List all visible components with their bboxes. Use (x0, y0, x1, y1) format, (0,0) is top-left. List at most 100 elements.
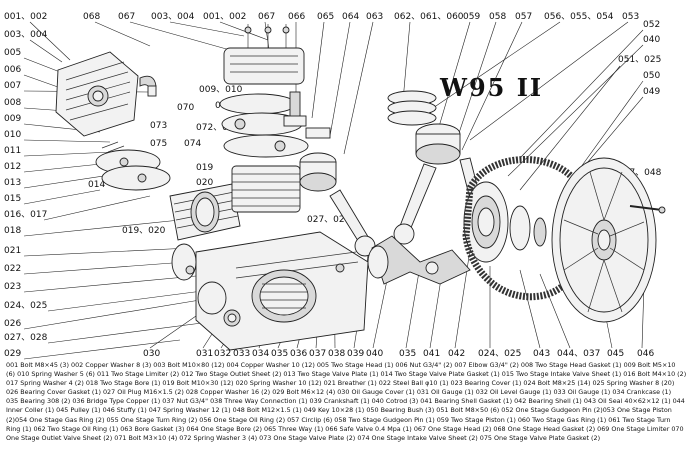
one-stage-head (223, 24, 305, 85)
callout-020: 020 (196, 178, 213, 188)
callout-031: 031 (196, 349, 213, 359)
callout-039: 039 (347, 349, 364, 359)
callout-052: 052 (643, 20, 660, 30)
callout-009-010: 009、010 (199, 85, 243, 95)
callout-065: 065 (317, 12, 334, 22)
callout-038: 038 (328, 349, 345, 359)
callout-022: 022 (4, 264, 21, 274)
callout-023: 023 (4, 282, 21, 292)
callout-021: 021 (4, 246, 21, 256)
callout-035b: 035 (399, 349, 416, 359)
callout-032: 032 (214, 349, 231, 359)
callout-012: 012 (4, 162, 21, 172)
callout-057: 057 (515, 12, 532, 22)
callout-073: 073 (150, 121, 167, 131)
pulley (551, 157, 657, 323)
callout-041: 041 (423, 349, 440, 359)
legend-line: (2)054 One Stage Gas Ring (2) 055 One St… (6, 415, 671, 424)
callout-045: 045 (607, 349, 624, 359)
legend-line: 026 Bearing Cover Gasket (1) 027 Oil Plu… (6, 388, 672, 397)
callout-062-061-060: 062、061、060 (394, 12, 464, 22)
callout-047-048: 047、048 (618, 168, 662, 178)
callout-019-020: 019、020 (122, 226, 166, 236)
legend-line: 035 Bearing 308 (2) 036 Bridge Type Copp… (6, 397, 685, 406)
callout-042: 042 (448, 349, 465, 359)
callout-067b: 067 (258, 12, 275, 22)
callout-007: 007 (4, 81, 21, 91)
callout-049: 049 (643, 87, 660, 97)
callout-001-002-top: 001、002 (203, 12, 246, 22)
callout-027-028: 027、028 (4, 333, 48, 343)
legend-line: (6) 010 Spring Washer 5 (6) 011 Two Stag… (6, 370, 686, 379)
callout-063: 063 (366, 12, 383, 22)
callout-024-025b: 024、025 (478, 349, 521, 359)
callout-043: 043 (533, 349, 550, 359)
callout-016-017: 016、017 (4, 210, 47, 220)
one-stage-valve-plates (219, 93, 309, 158)
breather-cover (171, 243, 227, 315)
callout-033: 033 (233, 349, 250, 359)
callout-056-055-054: 056、055、054 (544, 12, 614, 22)
callout-009: 009 (4, 114, 21, 124)
callout-024-025: 024、025 (4, 301, 47, 311)
callout-001-002-left: 001、002 (4, 12, 47, 22)
callout-010: 010 (4, 130, 21, 140)
one-stage-bore (231, 165, 301, 213)
legend-line: Inner Coller (1) 045 Pulley (1) 046 Stuf… (6, 406, 672, 415)
model-title: W95 II (439, 73, 543, 102)
callout-066: 066 (288, 12, 305, 22)
callout-059: 059 (463, 12, 480, 22)
legend-line: 017 Spring Washer 4 (2) 018 Two Stage Bo… (6, 379, 675, 388)
leader-lines (23, 21, 647, 360)
callout-067: 067 (118, 12, 135, 22)
connecting-rods (329, 157, 489, 257)
safety-valve (283, 91, 331, 139)
legend-line: 001 Bolt M8×45 (3) 002 Copper Washer 8 (… (6, 361, 676, 369)
callout-036: 036 (290, 349, 307, 359)
callout-014: 014 (88, 180, 105, 190)
callout-026: 026 (4, 319, 21, 329)
callout-050: 050 (643, 71, 660, 81)
callout-019: 019 (196, 163, 213, 173)
callout-003-004-left: 003、004 (4, 30, 48, 40)
two-stage-elbow (139, 75, 157, 97)
callout-027-028-mid: 027、028 (307, 215, 351, 225)
callout-040b: 040 (366, 349, 383, 359)
pulley-bolt (629, 205, 666, 214)
pistons (299, 90, 461, 192)
crankshaft (367, 235, 471, 285)
bearing-shell (463, 181, 547, 263)
callout-044-037: 044、037 (557, 349, 600, 359)
callout-058: 058 (489, 12, 506, 22)
callout-005: 005 (4, 48, 21, 58)
callout-070: 070 (177, 103, 194, 113)
callout-006: 006 (4, 65, 21, 75)
callout-037: 037 (309, 349, 326, 359)
callout-068: 068 (83, 12, 100, 22)
exploded-parts-diagram: W95 II 001、002 068 067 003、004 001、002 0… (4, 12, 666, 360)
callout-018: 018 (4, 226, 21, 236)
legend-line: Ring (1) 062 Two Stage Oil Ring (1) 063 … (6, 424, 684, 433)
callout-029: 029 (4, 349, 21, 359)
callout-074: 074 (184, 139, 201, 149)
callout-035: 035 (271, 349, 288, 359)
callout-030: 030 (143, 349, 160, 359)
crankcase (195, 231, 369, 351)
callout-051-025: 051、025 (618, 55, 661, 65)
two-stage-valve-plates (95, 141, 171, 191)
callout-064: 064 (342, 12, 359, 22)
callout-075: 075 (150, 139, 167, 149)
callout-040: 040 (643, 35, 660, 45)
callout-013: 013 (4, 178, 21, 188)
parts-legend: 001 Bolt M8×45 (3) 002 Copper Washer 8 (… (6, 361, 686, 455)
callout-008: 008 (4, 98, 21, 108)
callout-003-004-top: 003、004 (151, 12, 195, 22)
callout-011: 011 (4, 146, 21, 156)
callout-034: 034 (252, 349, 269, 359)
callout-015: 015 (4, 194, 21, 204)
callout-072-071: 072、071 (196, 123, 239, 133)
two-stage-head (55, 51, 139, 137)
callout-046: 046 (637, 349, 654, 359)
legend-line: One Stage Outlet Valve Sheet (2) 071 Bol… (6, 433, 601, 442)
callout-053: 053 (622, 12, 639, 22)
